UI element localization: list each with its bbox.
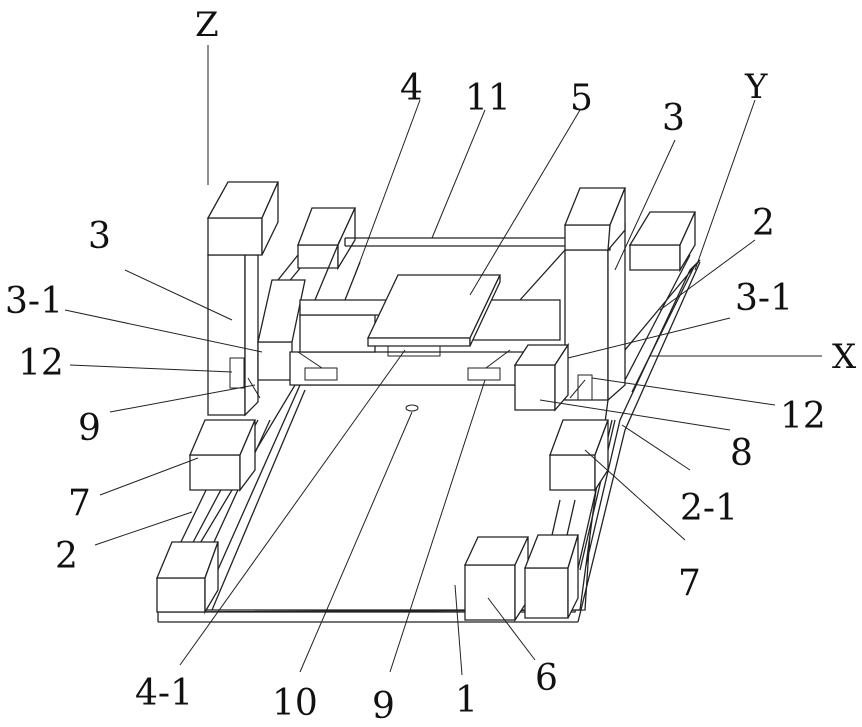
label-4-1: 4-1 <box>135 673 193 714</box>
label-3-1-right: 3-1 <box>735 278 793 319</box>
label-2-right: 2 <box>752 203 775 244</box>
label-7-left: 7 <box>68 483 91 524</box>
right-slide-block-7 <box>550 420 608 490</box>
label-12-right: 12 <box>780 396 826 437</box>
rear-right-slider <box>630 212 695 270</box>
label-2-1: 2-1 <box>680 488 738 529</box>
label-7-right: 7 <box>678 563 701 604</box>
label-12-left: 12 <box>18 343 64 384</box>
y-axis-line <box>695 100 755 270</box>
label-9-bottom: 9 <box>372 686 395 727</box>
front-left-slider <box>157 542 218 612</box>
label-9-left: 9 <box>78 408 101 449</box>
left-slide-block-7 <box>190 420 255 490</box>
label-3-left: 3 <box>88 216 111 257</box>
label-6: 6 <box>535 658 558 699</box>
label-10: 10 <box>272 683 318 724</box>
label-3-top: 3 <box>662 98 685 139</box>
carriage-plate <box>368 275 500 356</box>
right-column <box>565 188 625 400</box>
axis-label-x: X <box>832 337 857 377</box>
label-8: 8 <box>730 433 753 474</box>
label-2-left: 2 <box>55 536 78 577</box>
label-3-1-left: 3-1 <box>5 281 63 322</box>
axis-label-z: Z <box>195 5 219 45</box>
label-5: 5 <box>570 78 593 119</box>
label-11: 11 <box>465 78 511 119</box>
label-4: 4 <box>400 68 423 109</box>
rear-crossbar <box>345 238 568 246</box>
label-1: 1 <box>455 680 478 721</box>
motor-boxes <box>465 535 578 620</box>
axis-label-y: Y <box>744 67 768 107</box>
